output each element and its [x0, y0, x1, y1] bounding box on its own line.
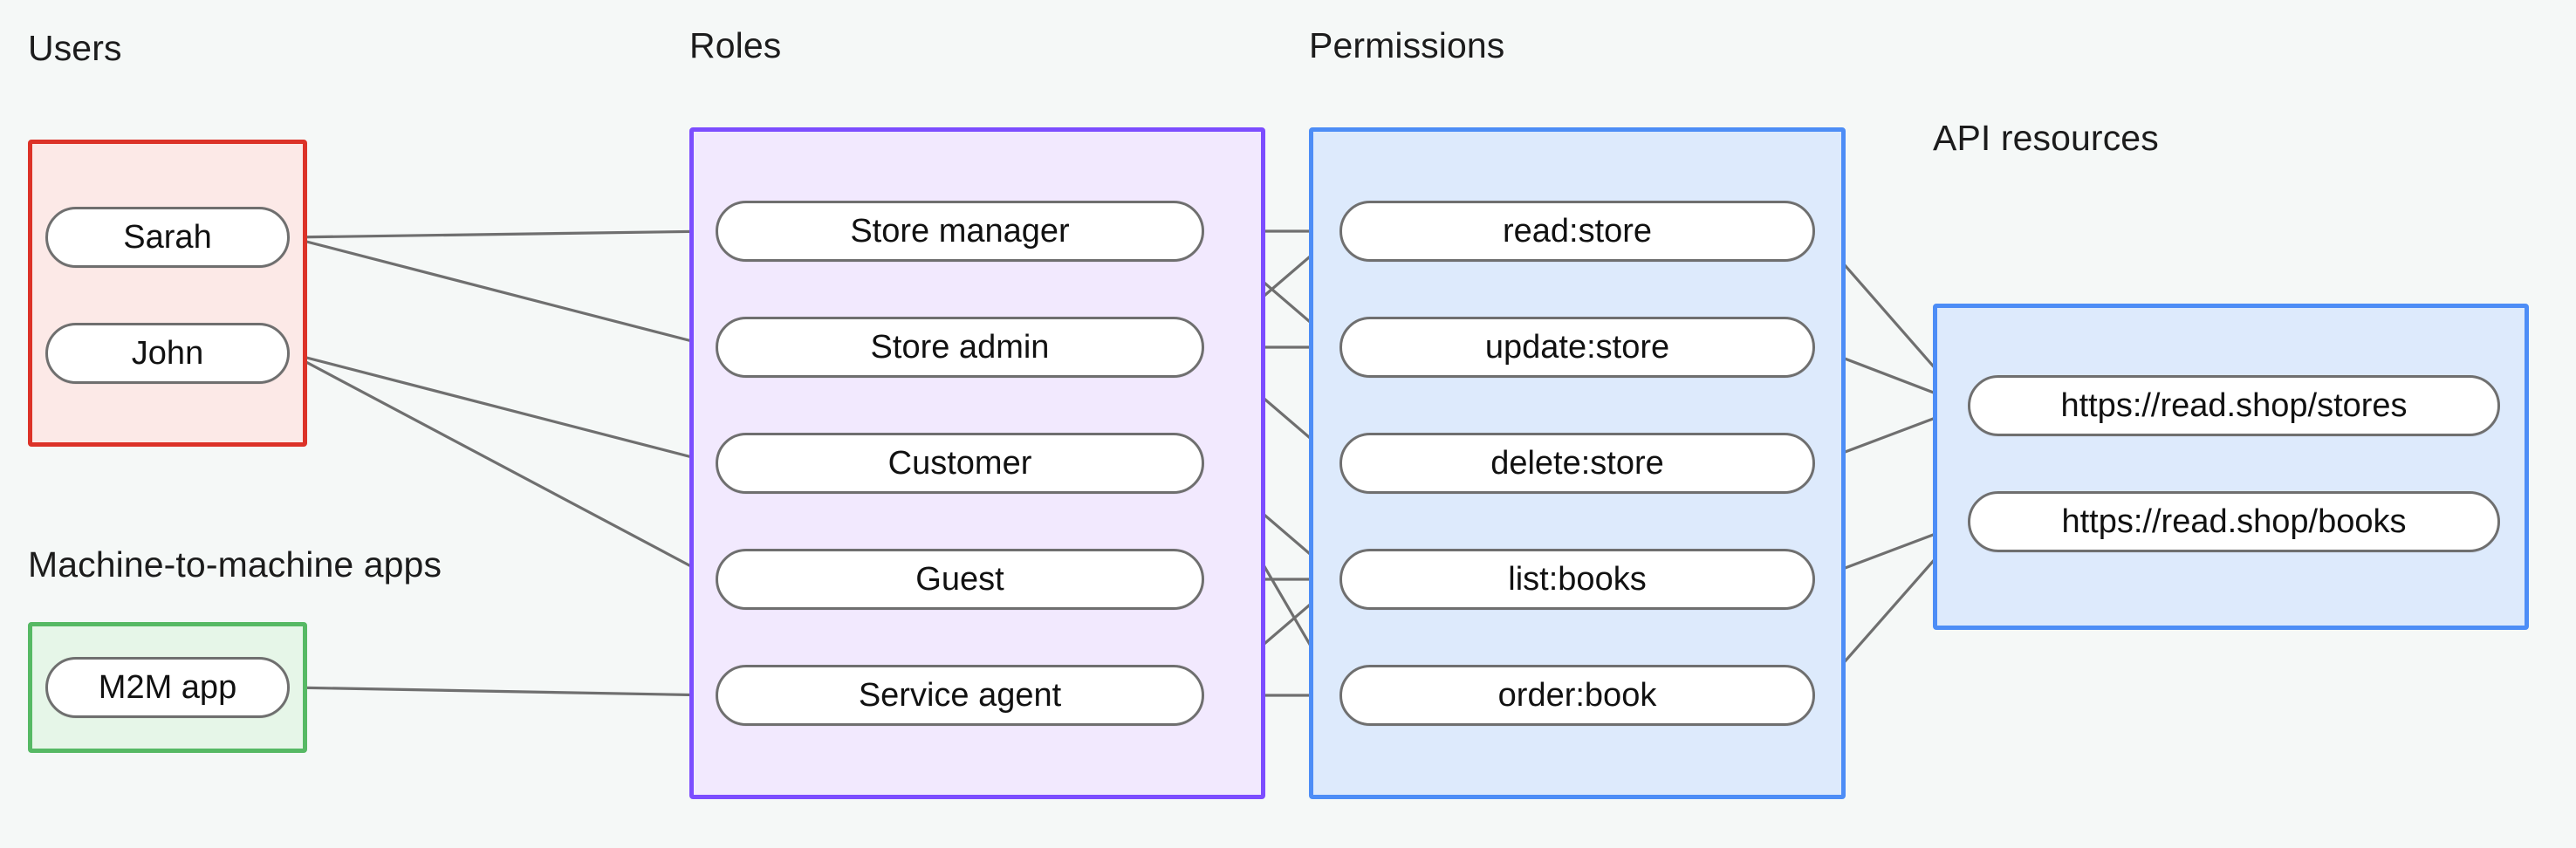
node-label-update-store: update:store — [1484, 328, 1670, 366]
node-service-agent[interactable]: Service agent — [716, 665, 1204, 726]
node-label-books-url: https://read.shop/books — [2061, 503, 2407, 540]
node-order-book[interactable]: order:book — [1339, 665, 1815, 726]
node-guest[interactable]: Guest — [716, 549, 1204, 610]
node-books-url[interactable]: https://read.shop/books — [1968, 491, 2500, 552]
group-box-users — [28, 140, 307, 447]
node-label-read-store: read:store — [1502, 212, 1653, 250]
node-label-m2m-app: M2M app — [98, 668, 237, 706]
group-title-roles: Roles — [689, 25, 782, 65]
node-label-john: John — [131, 334, 204, 372]
node-label-delete-store: delete:store — [1490, 444, 1664, 482]
node-label-order-book: order:book — [1497, 676, 1657, 714]
node-label-sarah: Sarah — [123, 218, 212, 256]
group-title-m2m: Machine-to-machine apps — [28, 544, 442, 585]
node-store-admin[interactable]: Store admin — [716, 317, 1204, 378]
node-label-service-agent: Service agent — [858, 676, 1062, 714]
node-m2m-app[interactable]: M2M app — [45, 657, 290, 718]
node-list-books[interactable]: list:books — [1339, 549, 1815, 610]
group-title-users: Users — [28, 28, 122, 68]
node-label-customer: Customer — [887, 444, 1032, 482]
node-delete-store[interactable]: delete:store — [1339, 433, 1815, 494]
node-label-store-admin: Store admin — [870, 328, 1050, 366]
node-label-guest: Guest — [915, 560, 1004, 598]
group-box-api-resources — [1933, 304, 2529, 630]
edge-john-to-customer — [289, 352, 716, 465]
edge-sarah-to-store-admin — [289, 236, 716, 349]
node-store-manager[interactable]: Store manager — [716, 201, 1204, 262]
node-label-list-books: list:books — [1508, 560, 1647, 598]
node-read-store[interactable]: read:store — [1339, 201, 1815, 262]
group-title-api-resources: API resources — [1933, 118, 2159, 158]
edge-sarah-to-store-manager — [289, 229, 716, 239]
edge-m2m-app-to-service-agent — [289, 686, 716, 697]
node-stores-url[interactable]: https://read.shop/stores — [1968, 375, 2500, 436]
node-label-stores-url: https://read.shop/stores — [2060, 386, 2408, 424]
group-title-permissions: Permissions — [1309, 25, 1505, 65]
node-label-store-manager: Store manager — [850, 212, 1070, 250]
node-john[interactable]: John — [45, 323, 290, 384]
node-customer[interactable]: Customer — [716, 433, 1204, 494]
node-sarah[interactable]: Sarah — [45, 207, 290, 268]
node-update-store[interactable]: update:store — [1339, 317, 1815, 378]
